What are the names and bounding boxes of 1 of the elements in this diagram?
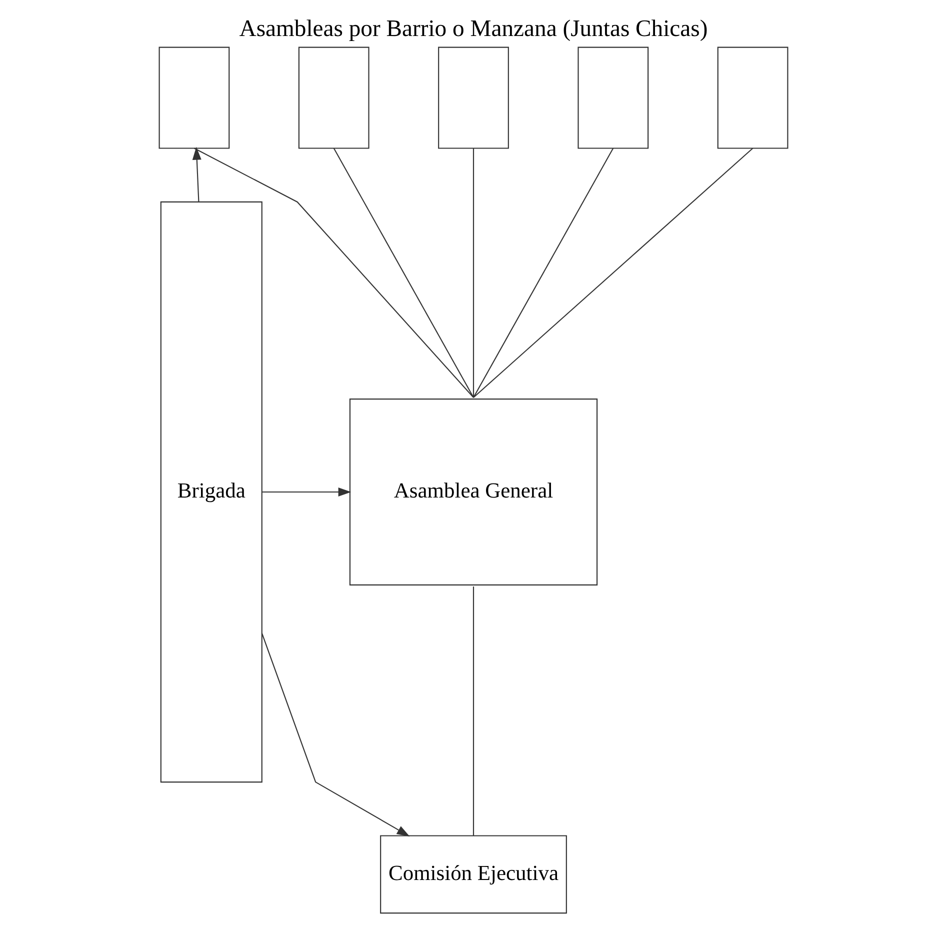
diagram-title: Asambleas por Barrio o Manzana (Juntas Chicas) xyxy=(238,16,708,42)
